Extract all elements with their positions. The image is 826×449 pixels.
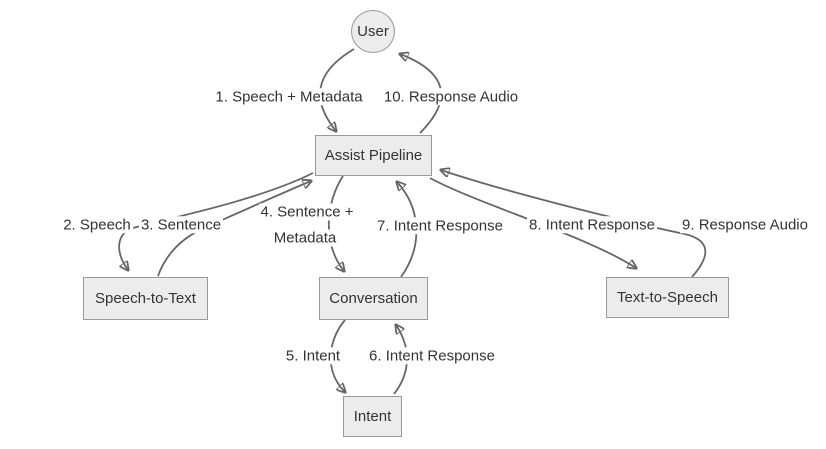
edge-label-3-text: 3. Sentence [138,216,224,234]
edge-label-1-text: 1. Speech + Metadata [213,88,365,106]
node-intent-label: Intent [353,408,392,425]
node-text-to-speech: Text-to-Speech [606,277,729,318]
edge-label-8: 8. Intent Response [527,212,657,238]
edge-label-2: 2. Speech [61,212,133,238]
edge-label-1: 1. Speech + Metadata [213,84,365,110]
edge-label-6: 6. Intent Response [367,343,497,369]
edge-label-10: 10. Response Audio [381,84,521,110]
edge-label-6-text: 6. Intent Response [367,347,497,365]
node-speech-to-text-label: Speech-to-Text [95,290,196,307]
node-assist-pipeline: Assist Pipeline [315,135,432,176]
edge-1-arrow [319,48,355,131]
edge-label-7: 7. Intent Response [375,213,505,239]
edge-label-4: 4. Sentence + Metadata [250,200,362,251]
edge-label-9: 9. Response Audio [680,212,810,238]
edge-label-8-text: 8. Intent Response [527,216,657,234]
node-conversation: Conversation [319,277,428,320]
edge-label-10-text: 10. Response Audio [381,88,521,106]
node-user-label: User [357,23,389,40]
edge-label-2-text: 2. Speech [61,216,133,234]
edge-label-3: 3. Sentence [138,212,224,238]
node-speech-to-text: Speech-to-Text [83,277,208,320]
edge-label-7-text: 7. Intent Response [375,217,505,235]
edge-4-arrow [327,175,344,271]
edge-label-5-text: 5. Intent [283,347,343,365]
edge-label-4-text: 4. Sentence + Metadata [258,203,354,246]
node-text-to-speech-label: Text-to-Speech [617,289,718,306]
node-intent: Intent [343,396,402,437]
edge-label-9-text: 9. Response Audio [680,216,810,234]
node-conversation-label: Conversation [329,290,418,307]
edge-label-5: 5. Intent [283,343,343,369]
node-user: User [351,10,395,53]
node-assist-pipeline-label: Assist Pipeline [324,147,423,164]
